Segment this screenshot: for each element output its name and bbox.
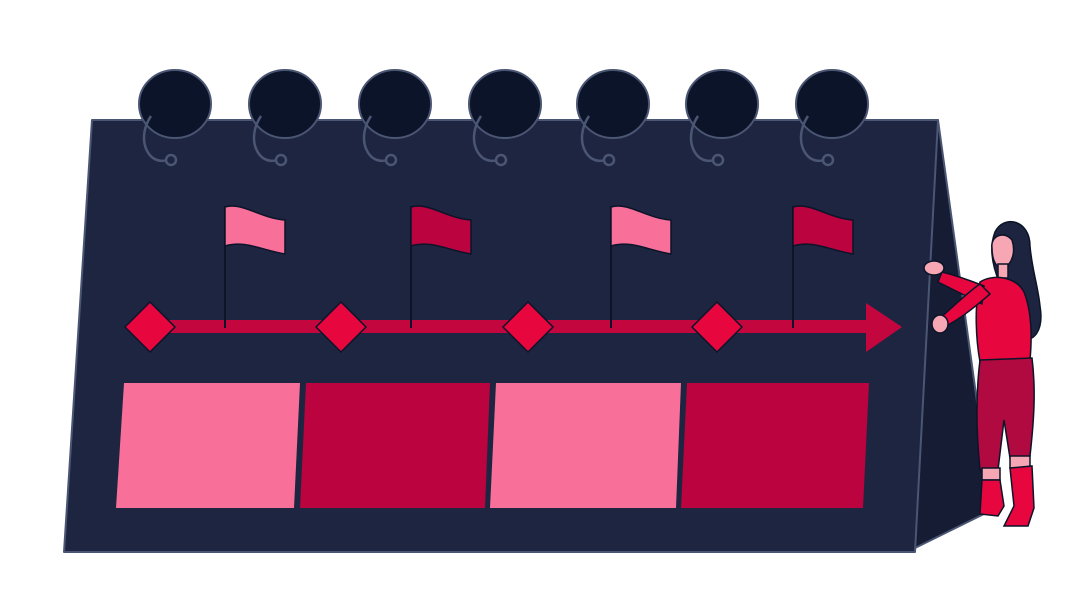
timeline-card xyxy=(490,383,681,508)
woman-neck xyxy=(997,263,1009,279)
flag-icon xyxy=(224,205,286,328)
binder-ring-icon xyxy=(358,69,432,167)
flag-cloth xyxy=(410,205,472,255)
woman-pants xyxy=(976,357,1035,471)
timeline-card xyxy=(116,383,300,508)
flag-cloth xyxy=(792,205,854,255)
ring-eyelet xyxy=(164,153,178,167)
woman-shirt xyxy=(975,276,1032,363)
ring-wire xyxy=(472,115,498,163)
ring-eyelet xyxy=(602,153,616,167)
flag-icon xyxy=(410,205,472,328)
ring-hole xyxy=(576,69,650,139)
ring-wire xyxy=(799,115,825,163)
ring-hole xyxy=(795,69,869,139)
ring-eyelet xyxy=(274,153,288,167)
binder-ring-icon xyxy=(576,69,650,167)
milestone-flags xyxy=(224,205,854,328)
timeline-card xyxy=(681,383,869,508)
flag-cloth xyxy=(224,205,286,255)
flag-icon xyxy=(610,205,672,328)
flag-cloth xyxy=(610,205,672,255)
diamond-milestone-icon xyxy=(501,300,555,354)
arrow-right-icon xyxy=(866,303,902,352)
ring-wire xyxy=(689,115,715,163)
woman-hand xyxy=(923,260,945,276)
milestone-markers xyxy=(123,300,744,354)
binder-rings xyxy=(138,69,869,167)
diamond-milestone-icon xyxy=(314,300,368,354)
woman-boot xyxy=(979,479,1005,517)
timeline-card xyxy=(300,383,490,508)
binder-ring-icon xyxy=(468,69,542,167)
ring-wire xyxy=(142,115,168,163)
ring-wire xyxy=(580,115,606,163)
ring-hole xyxy=(248,69,322,139)
ring-eyelet xyxy=(821,153,835,167)
diamond-milestone-icon xyxy=(123,300,177,354)
woman-ankle xyxy=(981,467,1001,481)
ring-hole xyxy=(358,69,432,139)
ring-eyelet xyxy=(494,153,508,167)
binder-ring-icon xyxy=(248,69,322,167)
woman-figure xyxy=(923,221,1042,527)
woman-boot xyxy=(1002,465,1035,527)
timeline-cards xyxy=(116,383,869,508)
binder-ring-icon xyxy=(685,69,759,167)
woman-face xyxy=(991,234,1015,270)
binder-ring-icon xyxy=(138,69,212,167)
ring-wire xyxy=(362,115,388,163)
ring-hole xyxy=(138,69,212,139)
ring-hole xyxy=(468,69,542,139)
diamond-milestone-icon xyxy=(690,300,744,354)
ring-eyelet xyxy=(384,153,398,167)
binder-ring-icon xyxy=(795,69,869,167)
flag-icon xyxy=(792,205,854,328)
woman-hand xyxy=(931,314,949,334)
ring-eyelet xyxy=(711,153,725,167)
ring-hole xyxy=(685,69,759,139)
ring-wire xyxy=(252,115,278,163)
